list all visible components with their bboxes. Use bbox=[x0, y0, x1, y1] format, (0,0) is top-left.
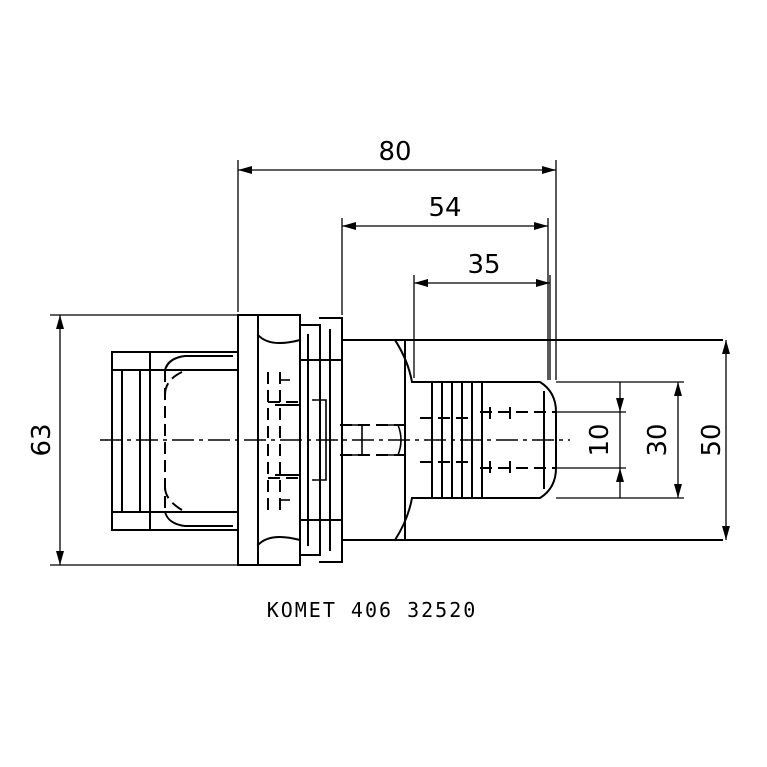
dim-30-label: 30 bbox=[643, 423, 673, 456]
part-caption: KOMET 406 32520 bbox=[267, 598, 478, 622]
dim-50-label: 50 bbox=[697, 423, 727, 456]
dim-35-label: 35 bbox=[467, 250, 500, 280]
dim-80-label: 80 bbox=[378, 137, 411, 167]
dimension-lines bbox=[50, 160, 730, 566]
dim-54-label: 54 bbox=[428, 193, 461, 223]
dim-10-label: 10 bbox=[585, 423, 615, 456]
dim-63-label: 63 bbox=[27, 423, 57, 456]
